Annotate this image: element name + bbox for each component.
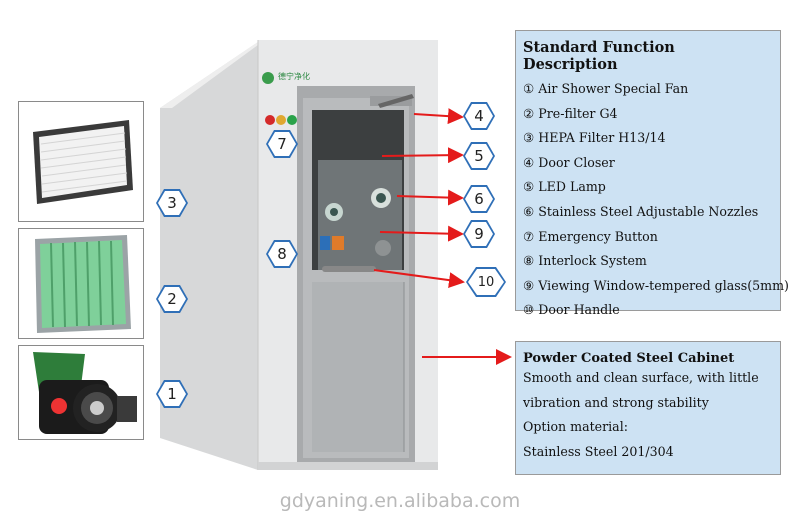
callout-7: 7 — [266, 130, 298, 158]
cabinet-line: vibration and strong stability — [523, 394, 709, 410]
function-panel-title: Standard Function Description — [523, 39, 675, 73]
function-description-panel: Standard Function Description ① Air Show… — [515, 30, 789, 317]
air-shower-illustration — [160, 40, 438, 470]
callout-5: 5 — [463, 142, 495, 170]
callout-6: 6 — [463, 185, 495, 213]
fan-image — [18, 345, 144, 440]
callout-4: 4 — [463, 102, 495, 130]
function-item: ⑨ Viewing Window-tempered glass(5mm) — [523, 277, 789, 293]
cabinet-line: Option material: — [523, 419, 628, 434]
watermark: gdyaning.en.alibaba.com — [279, 490, 521, 512]
function-item: ⑦ Emergency Button — [523, 228, 658, 244]
function-item: ③ HEPA Filter H13/14 — [523, 130, 666, 146]
pre-filter-image — [18, 228, 144, 339]
cabinet-line: Smooth and clean surface, with little — [523, 370, 759, 385]
cabinet-line: Stainless Steel 201/304 — [523, 443, 674, 459]
cabinet-panel-title: Powder Coated Steel Cabinet — [523, 351, 735, 366]
cabinet-panel: Powder Coated Steel Cabinet Smooth and c… — [515, 341, 781, 475]
hepa-filter-image — [18, 101, 144, 222]
function-item: ⑧ Interlock System — [523, 253, 647, 269]
callout-8: 8 — [266, 240, 298, 268]
function-item: ⑤ LED Lamp — [523, 179, 606, 195]
function-item: ① Air Shower Special Fan — [523, 81, 689, 96]
callout-9: 9 — [463, 220, 495, 248]
function-item: ④ Door Closer — [523, 154, 615, 170]
function-item: ② Pre-filter G4 — [523, 105, 618, 121]
function-item: ⑥ Stainless Steel Adjustable Nozzles — [523, 203, 759, 219]
function-item: ⑩ Door Handle — [523, 302, 620, 318]
brand-logo: 德宁净化 — [278, 72, 310, 81]
